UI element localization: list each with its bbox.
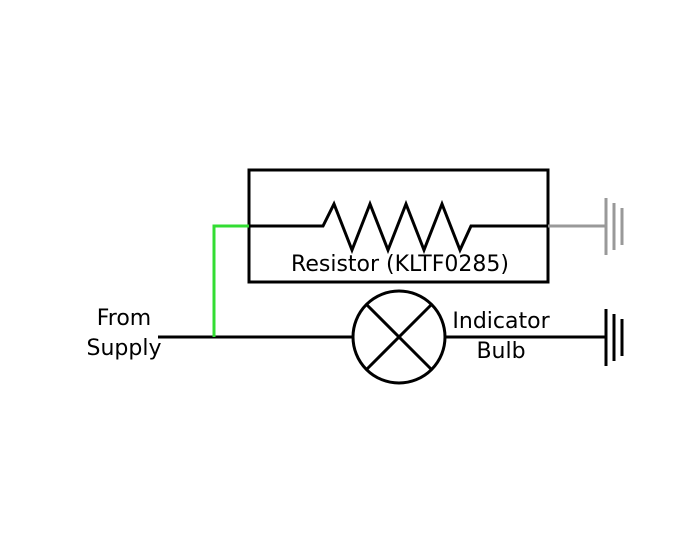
supply-label: From Supply [72, 304, 176, 363]
resistor-label: Resistor (KLTF0285) [270, 250, 530, 280]
bulb-label-line2: Bulb [476, 338, 526, 364]
resistor-symbol [249, 199, 548, 255]
resistor-ground-symbol [604, 198, 624, 255]
resistor-label-text: Resistor (KLTF0285) [291, 252, 509, 277]
branch-wire [212, 224, 249, 337]
supply-label-line1: From [96, 306, 152, 331]
bulb-label-line1: Indicator [452, 309, 550, 334]
bulb-ground-symbol [604, 309, 624, 366]
indicator-bulb-symbol [351, 289, 447, 385]
bulb-label: Indicator Bulb [442, 307, 560, 366]
supply-label-line2: Supply [86, 335, 162, 361]
